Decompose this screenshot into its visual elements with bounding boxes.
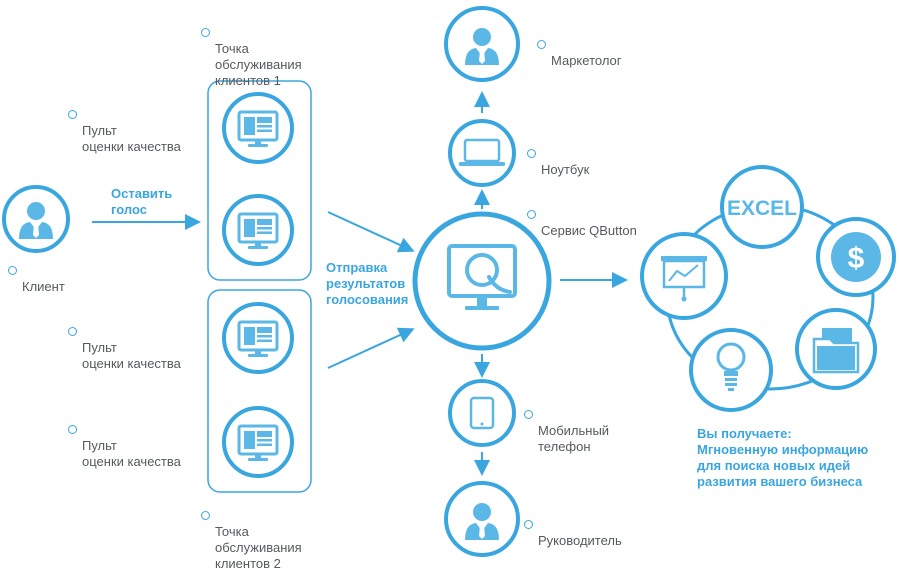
mobile-node bbox=[448, 379, 516, 447]
dollar-node: $ bbox=[816, 217, 896, 297]
remote-terminal-1 bbox=[222, 92, 294, 164]
excel-label: EXCEL bbox=[727, 197, 797, 220]
bullet-icon bbox=[68, 425, 77, 434]
bullet-icon bbox=[527, 210, 536, 219]
folder-icon bbox=[812, 328, 860, 374]
benefit-text: Вы получаете: Мгновенную информацию для … bbox=[697, 426, 869, 489]
service-label: Сервис QButton bbox=[527, 207, 637, 239]
remote-terminal-3 bbox=[222, 302, 294, 374]
mobile-label: Мобильный телефон bbox=[524, 407, 609, 455]
remote-terminal-4 bbox=[222, 406, 294, 478]
bullet-icon bbox=[537, 40, 546, 49]
laptop-icon bbox=[459, 138, 505, 166]
bullet-icon bbox=[68, 327, 77, 336]
folder-node bbox=[795, 308, 877, 390]
laptop-label: Ноутбук bbox=[527, 146, 589, 178]
bullet-icon bbox=[201, 28, 210, 37]
remote-2-label: Пульт оценки качества bbox=[68, 324, 181, 372]
bullet-icon bbox=[8, 266, 17, 275]
dollar-label: $ bbox=[848, 242, 865, 275]
marketer-label: Маркетолог bbox=[537, 37, 622, 69]
bullet-icon bbox=[68, 110, 77, 119]
remote-3-label: Пульт оценки качества bbox=[68, 422, 181, 470]
presentation-node bbox=[640, 232, 728, 320]
presentation-icon bbox=[661, 256, 707, 302]
remote-terminal-2 bbox=[222, 194, 294, 266]
vote-label: Оставить голос bbox=[111, 186, 173, 217]
logo-q-icon bbox=[465, 253, 512, 294]
lightbulb-node bbox=[689, 328, 773, 412]
manager-label: Руководитель bbox=[524, 517, 622, 549]
bullet-icon bbox=[527, 149, 536, 158]
qbutton-service-node bbox=[412, 211, 552, 351]
send-results-label: Отправка результатов голосования bbox=[326, 260, 409, 307]
excel-node: EXCEL bbox=[720, 165, 804, 249]
bullet-icon bbox=[524, 410, 533, 419]
laptop-node bbox=[448, 119, 516, 187]
dollar-icon bbox=[831, 232, 881, 282]
remote-1-label: Пульт оценки качества bbox=[68, 107, 181, 155]
tablet-icon bbox=[469, 396, 495, 430]
service-point-2-box bbox=[207, 289, 312, 493]
bullet-icon bbox=[201, 511, 210, 520]
lightbulb-icon bbox=[716, 342, 746, 391]
client-node bbox=[2, 185, 70, 253]
client-label: Клиент bbox=[8, 263, 65, 295]
service-point-1-label: Точка обслуживания клиентов 1 bbox=[201, 25, 302, 89]
service-point-2-label: Точка обслуживания клиентов 2 bbox=[201, 508, 302, 572]
bullet-icon bbox=[524, 520, 533, 529]
manager-node bbox=[444, 481, 520, 557]
arrows bbox=[92, 91, 628, 476]
marketer-node bbox=[444, 6, 520, 82]
service-point-1-box bbox=[207, 80, 312, 281]
